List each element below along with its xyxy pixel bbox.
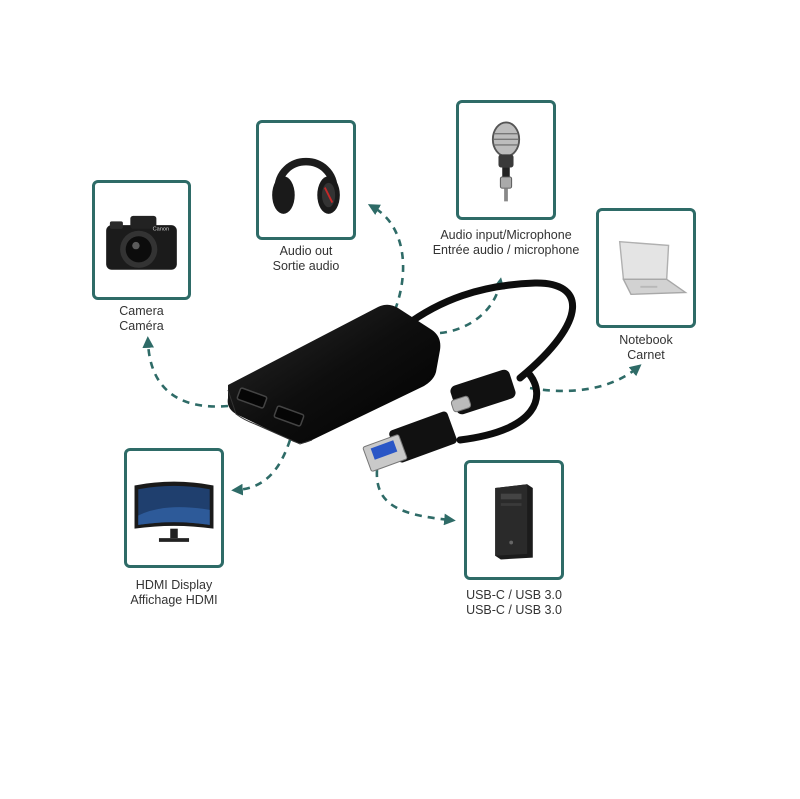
hdmi-adapter-body: [227, 304, 441, 445]
camera-label-line2: Caméra: [119, 319, 164, 333]
camera-card: Canon: [92, 180, 191, 300]
camera-label-line1: Camera: [119, 304, 164, 318]
arrow-to-usb: [375, 469, 456, 526]
audio-out-label-line2: Sortie audio: [272, 259, 340, 273]
audio-out-card: [256, 120, 356, 240]
arrow-to-hdmi-display: [231, 439, 292, 496]
adapter-cables: [401, 279, 576, 444]
hdmi-port-1: [236, 387, 268, 409]
arrow-to-audio-out: [367, 204, 405, 311]
camera-icon: Canon: [106, 215, 177, 270]
monitor-icon: [134, 481, 214, 542]
arrow-to-camera: [142, 336, 229, 408]
usb-card: [464, 460, 564, 580]
arrow-to-microphone: [439, 277, 505, 335]
microphone-card: [456, 100, 556, 220]
notebook-label-line2: Carnet: [627, 348, 665, 362]
hdmi-display-label-line2: Affichage HDMI: [130, 593, 218, 607]
usb-a-connector: [362, 411, 457, 472]
usb-c-connector: [450, 369, 516, 415]
headphones-icon: [272, 157, 340, 214]
notebook-card: [596, 208, 696, 328]
pc-tower-icon: [495, 484, 533, 560]
arrow-to-notebook: [529, 364, 642, 393]
hdmi-display-label-line1: HDMI Display: [135, 578, 213, 592]
svg-text:Canon: Canon: [153, 227, 169, 233]
microphone-label: Audio input/Microphone Entrée audio / mi…: [416, 228, 596, 258]
hdmi-port-2: [273, 405, 305, 427]
microphone-label-line1: Audio input/Microphone: [440, 228, 572, 242]
notebook-label: Notebook Carnet: [596, 333, 696, 363]
hdmi-display-card: [124, 448, 224, 568]
audio-out-label: Audio out Sortie audio: [256, 244, 356, 274]
usb-label: USB-C / USB 3.0 USB-C / USB 3.0: [444, 588, 584, 618]
audio-out-label-line1: Audio out: [279, 244, 333, 258]
hdmi-display-label: HDMI Display Affichage HDMI: [104, 578, 244, 608]
usb-label-line1: USB-C / USB 3.0: [466, 588, 562, 602]
usb-label-line2: USB-C / USB 3.0: [466, 603, 562, 617]
laptop-icon: [618, 240, 688, 296]
notebook-label-line1: Notebook: [619, 333, 673, 347]
camera-label: Camera Caméra: [92, 304, 191, 334]
microphone-icon: [491, 121, 521, 202]
microphone-label-line2: Entrée audio / microphone: [432, 243, 580, 257]
